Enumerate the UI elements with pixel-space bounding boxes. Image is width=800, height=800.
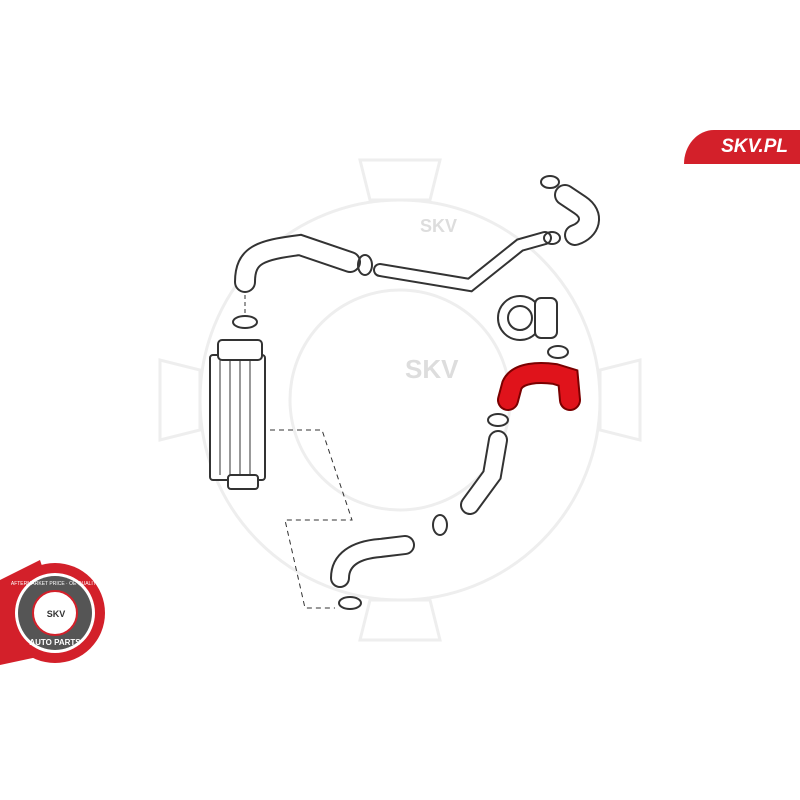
turbocharger <box>497 295 558 341</box>
seal-bottom-text: AUTO PARTS <box>29 638 81 647</box>
hose-clamps <box>232 175 569 610</box>
brand-badge: SKV.PL <box>684 130 800 164</box>
seal-top-text: AFTERMARKET PRICE · OE QUALITY <box>11 581 100 587</box>
watermark-text-center: SKV <box>405 354 459 384</box>
upper-pipe <box>373 231 552 293</box>
throttle-elbow-hose <box>554 184 600 246</box>
lower-hose <box>330 430 508 588</box>
intercooler <box>209 339 266 490</box>
upper-intercooler-hose <box>234 233 361 293</box>
watermark-gear: SKV SKV <box>158 158 642 642</box>
seal-center-text: SKV <box>47 609 66 619</box>
highlighted-turbo-hose <box>497 362 581 411</box>
watermark-text: SKV <box>420 216 457 236</box>
